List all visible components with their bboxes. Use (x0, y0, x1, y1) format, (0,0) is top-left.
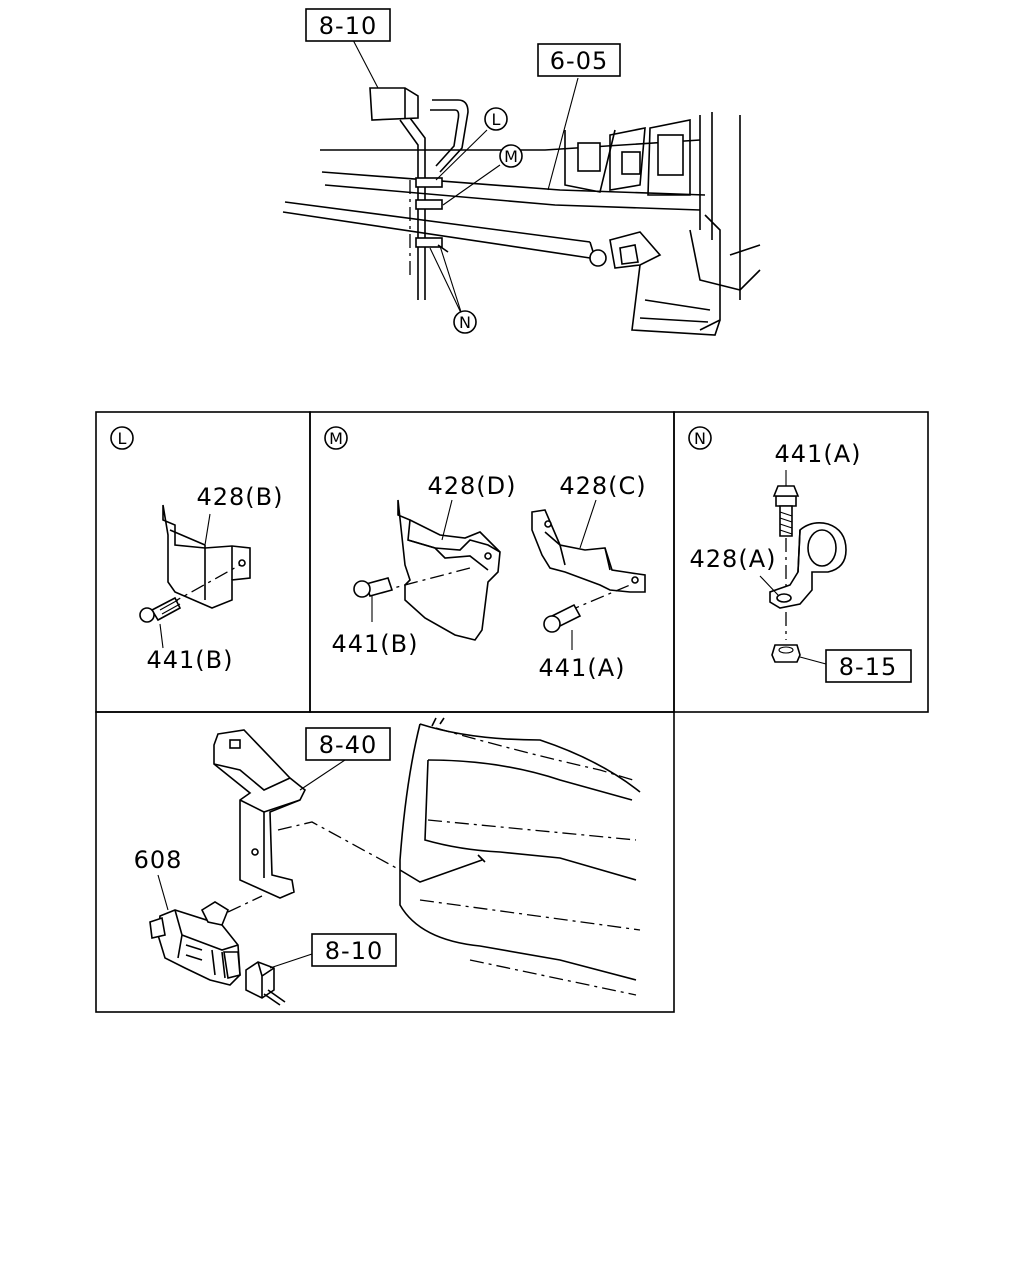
panel-N: N 441(A) 428(A) 8-15 (688, 426, 912, 683)
label-428b: 428(B) (197, 483, 284, 511)
ref-8-40[interactable]: 8-40 (319, 731, 377, 759)
panel-L: L 428(B) 441(B) (110, 426, 284, 674)
ref-6-05[interactable]: 6-05 (550, 47, 608, 75)
marker-N: N (459, 313, 471, 332)
panel-N-marker: N (694, 429, 706, 448)
panel-L-marker: L (118, 429, 127, 448)
overview-illustration (282, 37, 761, 336)
ref-8-15[interactable]: 8-15 (839, 653, 897, 681)
sensor-bracket[interactable] (213, 729, 307, 899)
ref-box-8-15[interactable] (825, 649, 912, 683)
bolt-441b[interactable] (150, 596, 182, 622)
panel-L-marker-circle (110, 426, 134, 450)
ref-box-8-10-top[interactable] (305, 8, 391, 42)
label-441a-panel-m: 441(A) (539, 654, 626, 682)
bracket-428b[interactable] (162, 504, 251, 609)
label-428c: 428(C) (559, 472, 646, 500)
ref-8-10-bottom[interactable]: 8-10 (325, 937, 383, 965)
ref-box-8-40[interactable] (305, 727, 391, 761)
label-608: 608 (134, 846, 183, 874)
panel-M-marker: M (329, 429, 343, 448)
label-441b: 441(B) (147, 646, 234, 674)
ref-8-10-top[interactable]: 8-10 (319, 12, 377, 40)
label-428d: 428(D) (427, 472, 516, 500)
panel-M-marker-circle (324, 426, 348, 450)
marker-N-circle[interactable] (453, 310, 477, 334)
label-441b-panel-m: 441(B) (332, 630, 419, 658)
marker-L: L (492, 110, 501, 129)
panel-M: M 428(D) 428(C) 441(B) 441(A) (324, 426, 646, 682)
label-428a: 428(A) (690, 545, 777, 573)
bracket-428c[interactable] (531, 509, 646, 593)
ref-box-6-05[interactable] (537, 43, 621, 77)
ref-box-8-10-bottom[interactable] (311, 933, 397, 967)
detail-panel-frames (95, 411, 929, 1013)
label-441a-panel-n: 441(A) (775, 440, 862, 468)
bolt-441a-panel-n[interactable] (772, 485, 800, 497)
marker-M: M (504, 147, 518, 166)
panel-N-marker-circle (688, 426, 712, 450)
panel-sensor: 608 8-40 8-10 (134, 717, 641, 1006)
marker-M-circle[interactable] (499, 144, 523, 168)
marker-L-circle[interactable] (484, 107, 508, 131)
